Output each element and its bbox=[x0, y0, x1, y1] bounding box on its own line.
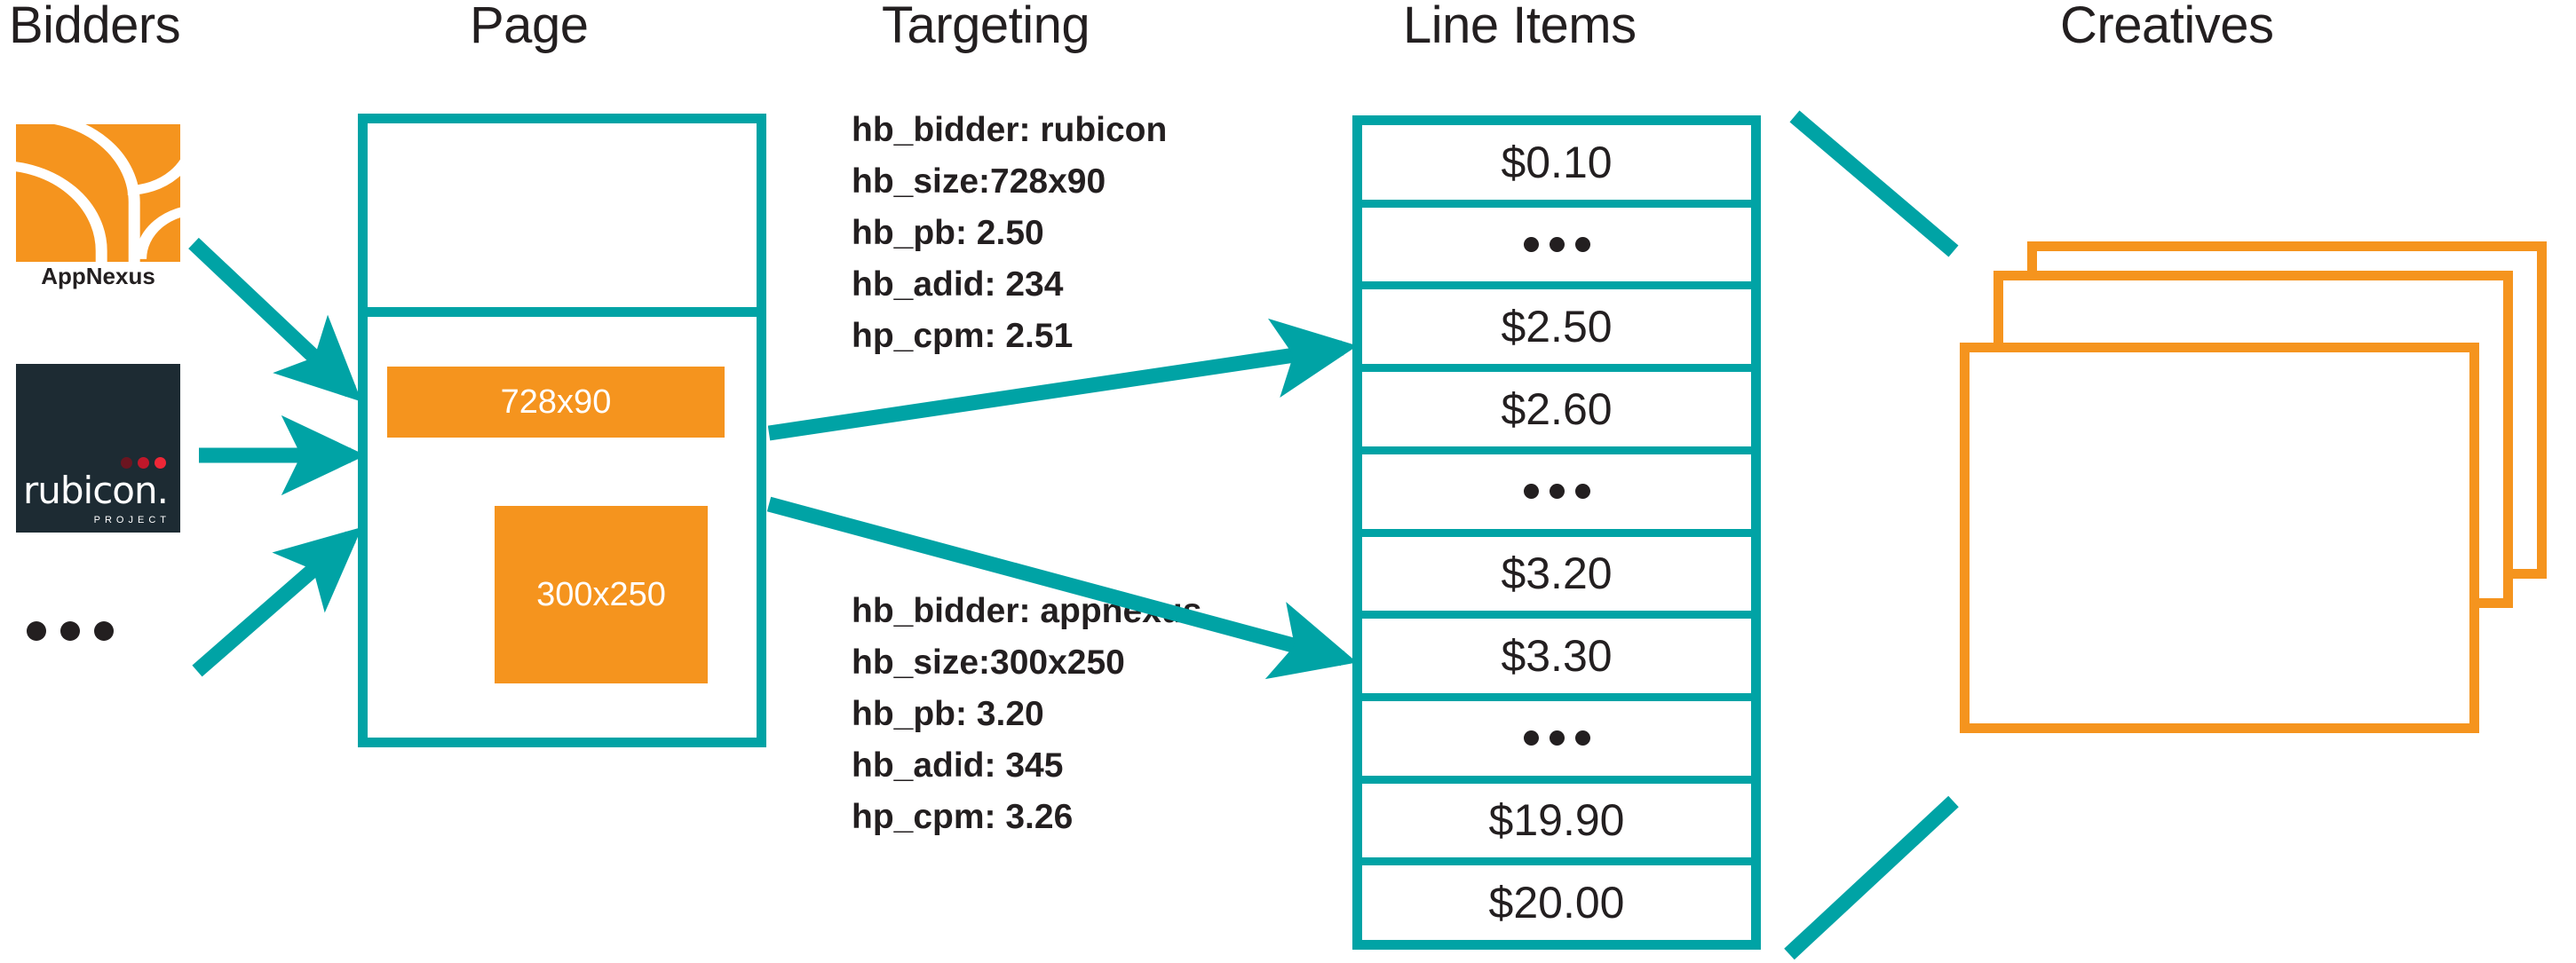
column-heading-line-items: Line Items bbox=[1403, 0, 1637, 54]
ellipsis-icon bbox=[1523, 484, 1590, 500]
line-item-row-ellipsis bbox=[1362, 208, 1751, 290]
line-item-row[interactable]: $3.20 bbox=[1362, 537, 1751, 620]
targeting-block-appnexus: hb_bidder: appnexus hb_size:300x250 hb_p… bbox=[852, 586, 1201, 844]
column-heading-bidders: Bidders bbox=[9, 0, 181, 54]
targeting-line: hp_cpm: 2.51 bbox=[852, 317, 1074, 356]
targeting-line: hb_pb: 3.20 bbox=[852, 695, 1044, 734]
line-item-row[interactable]: $3.30 bbox=[1362, 619, 1751, 701]
bidders-more-ellipsis bbox=[27, 621, 114, 641]
column-heading-targeting: Targeting bbox=[882, 0, 1090, 54]
targeting-line: hb_adid: 234 bbox=[852, 265, 1064, 304]
rubicon-wordmark: rubicon. bbox=[23, 469, 169, 512]
line-items-table: $0.10 $2.50 $2.60 $3.20 $3.30 $19.90 $20… bbox=[1352, 115, 1761, 950]
targeting-line: hb_adid: 345 bbox=[852, 746, 1064, 785]
targeting-line: hb_bidder: rubicon bbox=[852, 111, 1168, 149]
line-item-value: $19.90 bbox=[1488, 795, 1625, 846]
rubicon-project-logo-icon: rubicon. PROJECT bbox=[16, 364, 180, 533]
connector-line-items-to-creatives-top bbox=[1789, 110, 1959, 257]
line-item-value: $2.50 bbox=[1501, 302, 1613, 352]
column-heading-creatives: Creatives bbox=[2060, 0, 2274, 54]
targeting-line: hb_size:300x250 bbox=[852, 643, 1125, 683]
targeting-line: hb_bidder: appnexus bbox=[852, 592, 1202, 630]
appnexus-logo-label: AppNexus bbox=[41, 263, 155, 289]
line-item-row[interactable]: $19.90 bbox=[1362, 784, 1751, 866]
connector-line-items-to-creatives-bottom bbox=[1784, 795, 1959, 960]
rubicon-dots-icon bbox=[121, 457, 166, 469]
targeting-block-rubicon: hb_bidder: rubicon hb_size:728x90 hb_pb:… bbox=[852, 105, 1167, 363]
ad-slot-728x90[interactable]: 728x90 bbox=[387, 367, 725, 438]
page-section-divider bbox=[358, 307, 766, 317]
line-item-row-ellipsis bbox=[1362, 454, 1751, 537]
line-item-value: $3.30 bbox=[1501, 631, 1613, 682]
creative-card-front[interactable] bbox=[1960, 343, 2479, 733]
line-item-value: $0.10 bbox=[1501, 137, 1613, 187]
targeting-line: hb_size:728x90 bbox=[852, 162, 1106, 201]
ad-slot-300x250[interactable]: 300x250 bbox=[495, 506, 708, 683]
line-item-value: $2.60 bbox=[1501, 383, 1613, 434]
line-item-row[interactable]: $20.00 bbox=[1362, 865, 1751, 940]
appnexus-logo-icon bbox=[16, 124, 180, 262]
rubicon-subtitle: PROJECT bbox=[93, 515, 170, 525]
line-item-value: $20.00 bbox=[1488, 878, 1625, 928]
line-item-row[interactable]: $0.10 bbox=[1362, 125, 1751, 208]
line-item-value: $3.20 bbox=[1501, 549, 1613, 599]
arrow-appnexus-to-page bbox=[188, 237, 362, 402]
arrow-more-bidders-to-page bbox=[192, 526, 362, 677]
targeting-line: hb_pb: 2.50 bbox=[852, 214, 1044, 253]
line-item-row[interactable]: $2.60 bbox=[1362, 372, 1751, 454]
ellipsis-icon bbox=[1523, 730, 1590, 746]
ellipsis-icon bbox=[1523, 237, 1590, 253]
line-item-row[interactable]: $2.50 bbox=[1362, 289, 1751, 373]
line-item-row-ellipsis bbox=[1362, 701, 1751, 784]
targeting-line: hp_cpm: 3.26 bbox=[852, 798, 1074, 837]
column-heading-page: Page bbox=[470, 0, 589, 54]
